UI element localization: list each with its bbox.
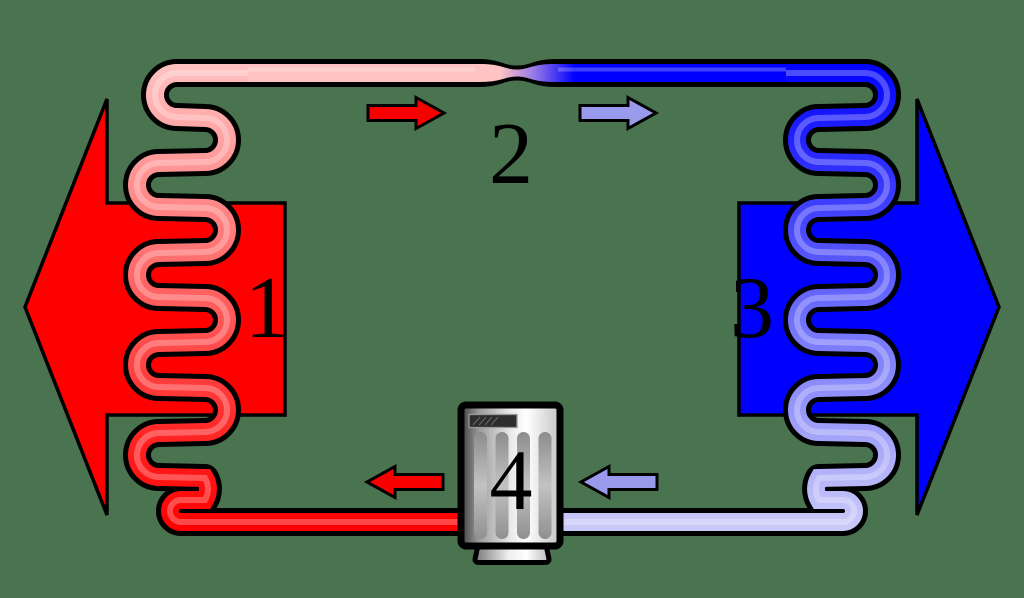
evaporator-coil bbox=[544, 59, 901, 536]
flow-arrow-cold-right-icon bbox=[578, 94, 660, 132]
evaporator-label: 3 bbox=[730, 260, 774, 357]
compressor-nameplate bbox=[468, 413, 518, 429]
flow-arrow-hot-right-icon bbox=[366, 94, 448, 132]
evaporator-coil-highlight bbox=[544, 70, 890, 525]
evaporator-coil-tube bbox=[544, 64, 896, 531]
nameplate-hatching bbox=[472, 416, 499, 426]
compressor-label: 4 bbox=[490, 432, 533, 528]
compressor-flute bbox=[474, 432, 487, 539]
compressor-flute bbox=[495, 432, 509, 539]
condenser-coil-highlight bbox=[134, 70, 480, 525]
expansion-valve-pipe bbox=[180, 64, 848, 82]
condenser-coil bbox=[123, 59, 480, 536]
flow-arrow-hot-left-icon bbox=[363, 463, 445, 501]
compressor-flute bbox=[517, 432, 530, 539]
expansion-valve-label: 2 bbox=[489, 106, 533, 203]
condenser-label: 1 bbox=[245, 260, 289, 357]
flow-arrow-cold-left-icon bbox=[577, 463, 659, 501]
compressor-unit bbox=[457, 401, 564, 565]
condenser-coil-tube bbox=[128, 64, 480, 531]
compressor-flute bbox=[538, 432, 552, 539]
